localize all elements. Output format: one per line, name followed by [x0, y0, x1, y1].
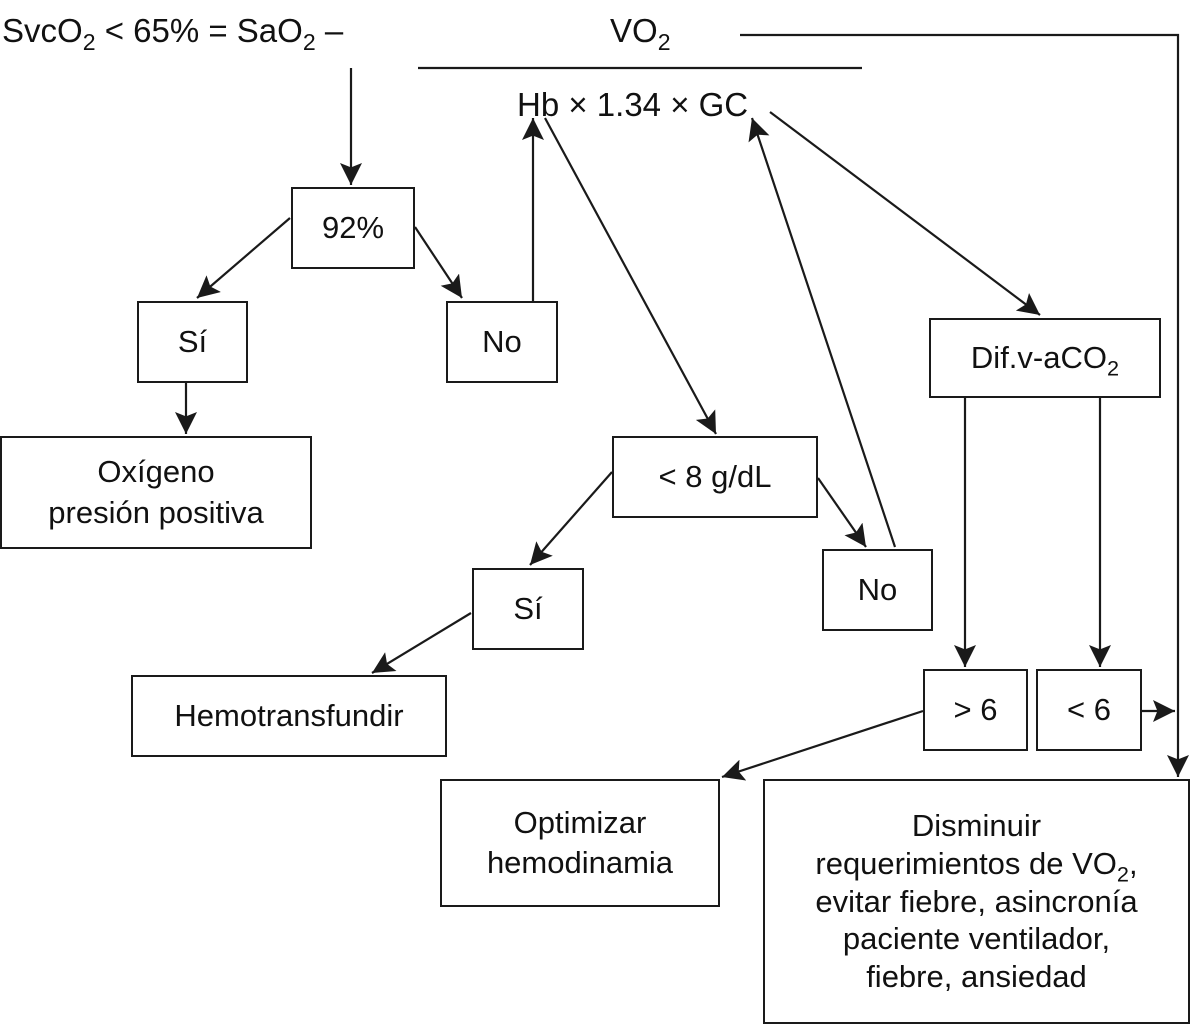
subscript: 2: [82, 29, 96, 56]
node-hb-threshold: < 8 g/dL: [612, 436, 818, 518]
co2-gap-text: Dif.v-aCO: [970, 339, 1107, 375]
edge-sat-to-yes: [196, 217, 291, 299]
node-label: Dif.v-aCO2: [970, 338, 1120, 381]
line: Disminuir: [911, 807, 1042, 843]
node-label: Optimizar hemodinamia: [487, 803, 673, 884]
edge-yes-to-transfuse: [371, 612, 472, 674]
node-label: > 6: [953, 691, 998, 727]
node-label: Hemotransfundir: [174, 697, 404, 733]
node-label: Oxígeno presión positiva: [48, 452, 263, 533]
formula-lhs: SvcO2 < 65% = SaO2 –: [2, 12, 344, 54]
formula-numerator: VO2: [610, 12, 671, 54]
line-text: requerimientos de VO: [815, 845, 1117, 881]
edge-gt-to-optimize: [721, 709, 924, 781]
subscript: 2: [1116, 861, 1129, 887]
subscript: 2: [1107, 355, 1120, 381]
edge-hb-threshold-to-no: [817, 477, 867, 548]
node-label: Sí: [513, 590, 543, 626]
formula-denominator: Hb × 1.34 × GC: [517, 86, 749, 123]
node-optimize: Optimizar hemodinamia: [440, 779, 720, 907]
edge-gc-to-co2-gap: [769, 111, 1041, 316]
comma: ,: [1128, 845, 1138, 881]
line: Oxígeno: [97, 454, 215, 490]
node-label: No: [482, 323, 522, 359]
node-gap-lt: < 6: [1036, 669, 1142, 751]
threshold-text: < 65% = SaO: [95, 12, 303, 49]
node-co2-gap: Dif.v-aCO2: [929, 318, 1161, 398]
line: requerimientos de VO2,: [815, 845, 1138, 885]
node-label: 92%: [321, 209, 385, 245]
edge-no-to-gc: [748, 117, 897, 548]
node-hb-yes: Sí: [472, 568, 584, 650]
line: presión positiva: [48, 494, 264, 530]
node-gap-gt: > 6: [923, 669, 1028, 751]
node-label: No: [857, 571, 898, 607]
node-label: < 6: [1067, 691, 1111, 727]
line: paciente ventilador,: [842, 921, 1111, 957]
node-label: Disminuir requerimientos de VO2, evitar …: [815, 807, 1137, 996]
edge-sat-to-no: [414, 226, 463, 299]
node-transfuse: Hemotransfundir: [131, 675, 447, 757]
vo2-label: VO: [610, 12, 658, 49]
line: fiebre, ansiedad: [866, 959, 1087, 995]
node-oxygen: Oxígeno presión positiva: [0, 436, 312, 549]
edge-hb-to-hb-threshold: [544, 117, 717, 435]
edge-hb-threshold-to-yes: [529, 471, 613, 566]
node-sat-yes: Sí: [137, 301, 248, 383]
subscript: 2: [302, 29, 316, 56]
node-label: Sí: [177, 323, 208, 359]
line: hemodinamia: [486, 845, 674, 880]
svco2-label: SvcO: [2, 12, 83, 49]
subscript: 2: [657, 29, 671, 56]
line: evitar fiebre, asincronía: [815, 883, 1138, 919]
node-reduce-vo2: Disminuir requerimientos de VO2, evitar …: [763, 779, 1190, 1024]
node-hb-no: No: [822, 549, 933, 631]
node-label: < 8 g/dL: [658, 458, 772, 494]
node-sat-threshold: 92%: [291, 187, 415, 269]
line: Optimizar: [513, 804, 647, 840]
edge-vo2-to-reduce: [740, 33, 1189, 777]
node-sat-no: No: [446, 301, 558, 383]
minus-sign: –: [315, 12, 344, 49]
